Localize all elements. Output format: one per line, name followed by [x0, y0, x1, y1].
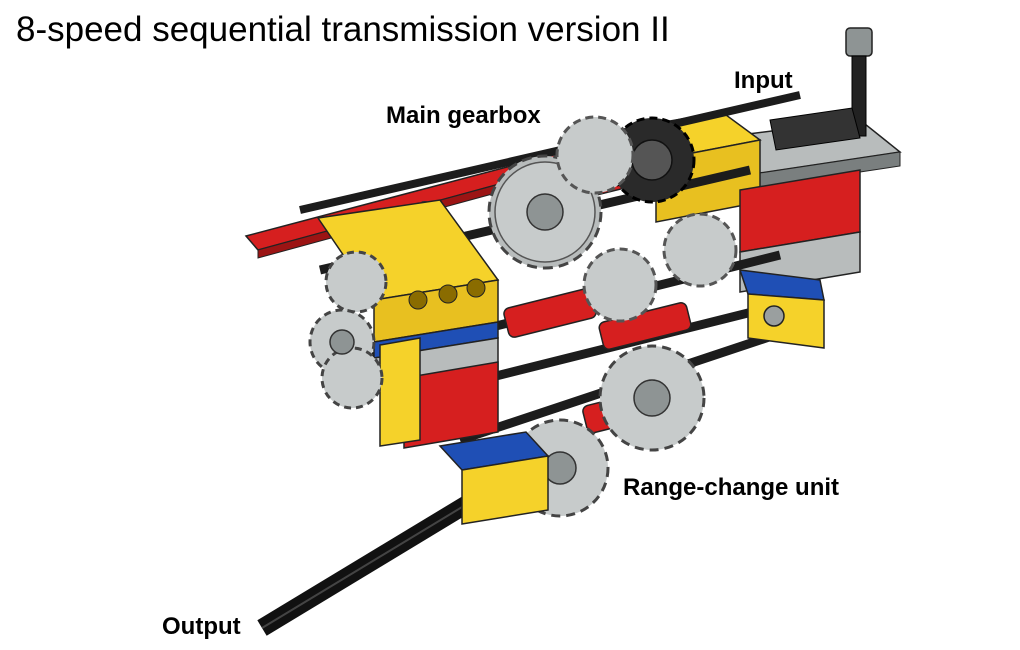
gear-range-rear — [598, 344, 706, 452]
gear-main-mid — [555, 115, 738, 323]
label-input: Input — [734, 67, 793, 94]
gear-left-stack — [308, 250, 388, 410]
diagram-title: 8-speed sequential transmission version … — [16, 10, 670, 49]
label-range-change-unit: Range-change unit — [623, 474, 840, 501]
front-frame-yellow — [316, 199, 500, 449]
range-unit-frame — [438, 269, 825, 525]
label-output: Output — [162, 613, 241, 640]
label-main-gearbox: Main gearbox — [386, 102, 541, 129]
